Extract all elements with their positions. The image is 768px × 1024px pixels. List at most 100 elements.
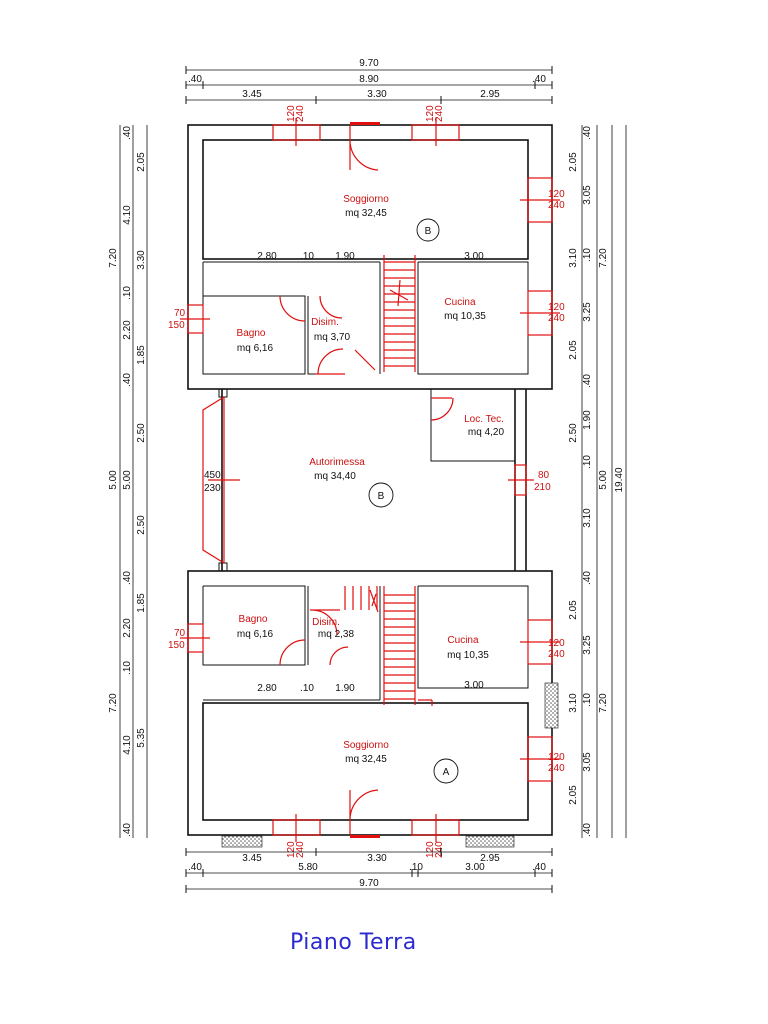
- stairs-a: [344, 586, 416, 705]
- dim-right-g1: 2.50: [568, 423, 579, 443]
- dim-right-a7: 3.05: [582, 752, 593, 772]
- dim-bottom-overall: 9.70: [359, 878, 379, 889]
- dim-right-a6: 7.20: [598, 693, 609, 713]
- dim-bottom-mid3: 3.00: [465, 862, 485, 873]
- dim-top-wall-left: .40: [188, 74, 202, 85]
- unit-b: 120 240 120 240 120 240 120 240 70 150 2…: [168, 105, 565, 390]
- dim-left-a6: 5.35: [136, 728, 147, 748]
- garage-door-height: 230: [204, 483, 221, 494]
- room-bagno-a-area: mq 6,16: [237, 629, 274, 640]
- dim-bottom-wall-right: .40: [532, 862, 546, 873]
- left-dimensions: 7.20 5.00 7.20 .40 4.10 .10 2.20 .40 5.0…: [108, 125, 148, 838]
- dim-right-a5: .10: [582, 693, 593, 707]
- dim-right-b2: 2.05: [568, 152, 579, 172]
- dim-bottom-wall-left: .40: [188, 862, 202, 873]
- dim-right-g5: 19.40: [614, 467, 625, 492]
- room-disim-a-area: mq 2,38: [318, 629, 355, 640]
- win-a-right2-h: 240: [548, 763, 565, 774]
- dim-right-b8: 2.05: [568, 340, 579, 360]
- room-cucina-a-area: mq 10,35: [447, 650, 489, 661]
- dim-right-g6: 3.10: [582, 508, 593, 528]
- unit-b-marker: B: [425, 226, 432, 237]
- dim-right-a1: .40: [582, 571, 593, 585]
- win-b-left-h: 150: [168, 320, 185, 331]
- win-b-right2-w: 120: [548, 302, 565, 313]
- dim-right-b3: 3.05: [582, 185, 593, 205]
- bottom-dimensions: 3.45 3.30 2.95 .40 5.80 .10 3.00 .40 9.7…: [185, 848, 553, 893]
- win-b-left-w: 70: [174, 308, 186, 319]
- dim-right-a2: 2.05: [568, 600, 579, 620]
- room-disim-b-name: Disim.: [311, 317, 339, 328]
- garage-door-width: 450: [204, 470, 221, 481]
- top-dimensions: 9.70 .40 8.90 .40 3.45 3.30 2.95: [185, 58, 553, 104]
- dim-bottom-mid1: 5.80: [298, 862, 318, 873]
- dim-left-g1: 2.50: [136, 423, 147, 443]
- dim-left-a3: 2.20: [122, 618, 133, 638]
- dim-left-a8: .40: [122, 823, 133, 837]
- dim-top-seg-right: 2.95: [480, 89, 500, 100]
- dim-left-a7: 4.10: [122, 735, 133, 755]
- dim-top-wall-right: .40: [532, 74, 546, 85]
- dim-right-a4: 3.10: [568, 693, 579, 713]
- dim-left-a1: .40: [122, 571, 133, 585]
- win-b-top2-h: 240: [434, 105, 445, 122]
- dim-left-g3: 2.50: [136, 515, 147, 535]
- garage-window-w: 80: [538, 470, 550, 481]
- room-soggiorno-b-area: mq 32,45: [345, 208, 387, 219]
- dim-right-b9: .40: [582, 374, 593, 388]
- dim-right-a3: 3.25: [582, 635, 593, 655]
- dim-right-b4: 3.10: [568, 248, 579, 268]
- dim-a-inner-mid: 1.90: [335, 683, 355, 694]
- dim-bottom-mid2: .10: [409, 862, 423, 873]
- room-soggiorno-b-name: Soggiorno: [343, 194, 389, 205]
- dim-a-inner-left: 2.80: [257, 683, 277, 694]
- dim-b-inner-mid: 1.90: [335, 251, 355, 262]
- dim-left-b7: 1.85: [136, 345, 147, 365]
- unit-a-marker: A: [443, 767, 450, 778]
- step-hatch-left: [221, 835, 263, 848]
- step-hatch-right: [465, 835, 515, 848]
- dim-right-b5: .10: [582, 248, 593, 262]
- room-disim-b-area: mq 3,70: [314, 332, 351, 343]
- win-a-left-h: 150: [168, 640, 185, 651]
- win-a-left-w: 70: [174, 628, 186, 639]
- dim-top-seg-left: 3.45: [242, 89, 262, 100]
- dim-right-b1: .40: [582, 126, 593, 140]
- step-hatch-side: [544, 682, 559, 729]
- dim-left-b2: 2.05: [136, 152, 147, 172]
- stairs-b: [383, 255, 416, 372]
- garage-window-h: 210: [534, 482, 551, 493]
- room-loctec-name: Loc. Tec.: [464, 414, 504, 425]
- room-cucina-b-name: Cucina: [444, 297, 476, 308]
- dim-b-inner-right: 3.00: [464, 251, 484, 262]
- dim-right-b7: 3.25: [582, 302, 593, 322]
- dim-left-b3: 4.10: [122, 205, 133, 225]
- garage-marker: B: [378, 491, 385, 502]
- dim-left-b1: .40: [122, 126, 133, 140]
- win-b-right1-h: 240: [548, 200, 565, 211]
- room-soggiorno-a-name: Soggiorno: [343, 740, 389, 751]
- win-b-top2-w: 120: [425, 105, 436, 122]
- dim-a-inner-right: 3.00: [464, 680, 484, 691]
- garage: 450 230 Loc. Tec. mq 4,20 80 210 Autorim…: [202, 388, 551, 572]
- win-a-right1-h: 240: [548, 649, 565, 660]
- win-a-right1-w: 120: [548, 638, 565, 649]
- win-b-right2-h: 240: [548, 313, 565, 324]
- room-autorimessa-area: mq 34,40: [314, 471, 356, 482]
- plan-title: Piano Terra: [290, 930, 417, 955]
- dim-top-interior: 8.90: [359, 74, 379, 85]
- room-soggiorno-a-area: mq 32,45: [345, 754, 387, 765]
- dim-left-a4: .10: [122, 661, 133, 675]
- dim-b-inner-left: 2.80: [257, 251, 277, 262]
- dim-right-g2: 1.90: [582, 410, 593, 430]
- dim-left-g2: 5.00: [122, 470, 133, 490]
- dim-right-g3: .10: [582, 455, 593, 469]
- dim-a-inner-tenth: .10: [300, 683, 314, 694]
- dim-right-b6: 7.20: [598, 248, 609, 268]
- unit-a: 70 150 120 240 120 240 120 240 120 240: [168, 570, 565, 858]
- win-b-top1-h: 240: [295, 105, 306, 122]
- win-a-bot1-h: 240: [295, 841, 306, 858]
- dim-bottom-seg-mid: 3.30: [367, 853, 387, 864]
- room-bagno-b-area: mq 6,16: [237, 343, 274, 354]
